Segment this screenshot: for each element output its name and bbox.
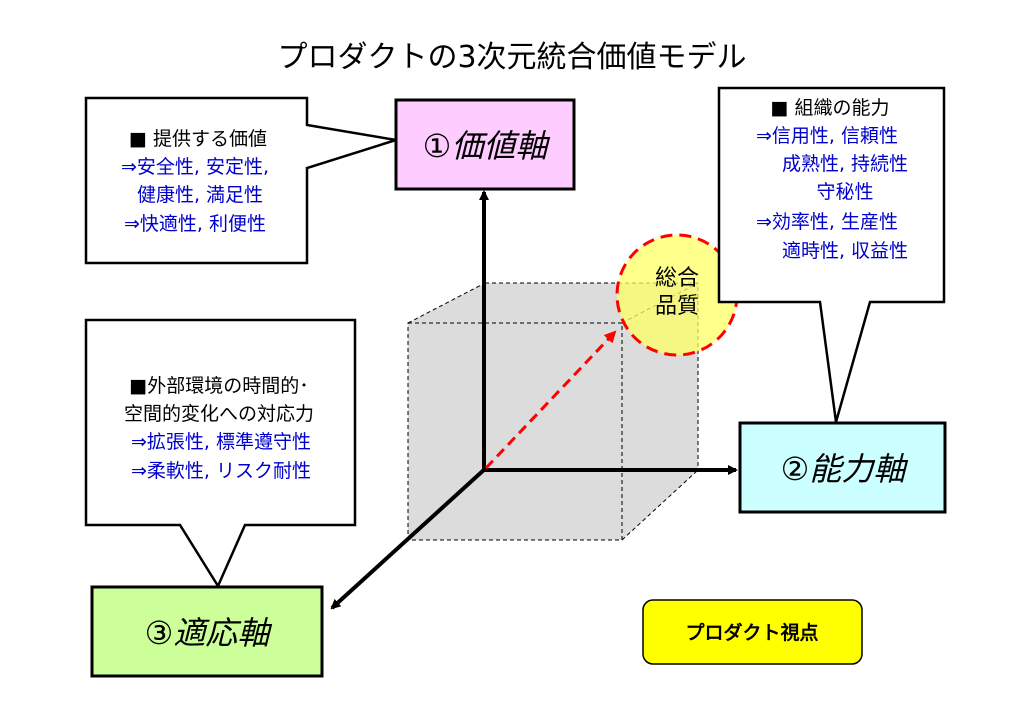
total-quality-label-2: 品質 bbox=[655, 294, 699, 319]
page-title: プロダクトの3次元統合価値モデル bbox=[277, 40, 746, 75]
callout-capability-line: 成熟性, 持続性 bbox=[782, 153, 908, 175]
callout-value-line: ⇒安全性, 安定性, bbox=[121, 156, 269, 178]
callout-capability-line: 適時性, 収益性 bbox=[782, 240, 908, 262]
callout-value-heading: ■ 提供する価値 bbox=[129, 128, 267, 150]
callout-adaptation bbox=[84, 318, 357, 589]
product-viewpoint-label: プロダクト視点 bbox=[685, 621, 818, 644]
adaptation-axis-box bbox=[90, 585, 324, 678]
adaptation-axis-label: ③適応軸 bbox=[145, 614, 273, 652]
callout-adaptation-line: ⇒拡張性, 標準遵守性 bbox=[131, 431, 311, 453]
callout-capability-line: 守秘性 bbox=[816, 181, 873, 203]
callout-capability bbox=[717, 86, 946, 423]
callout-capability-line: ⇒効率性, 生産性 bbox=[756, 211, 898, 233]
capability-axis-box bbox=[738, 421, 947, 514]
callout-adaptation-heading: 空間的変化への対応力 bbox=[124, 403, 314, 425]
callout-value-line: ⇒快適性, 利便性 bbox=[124, 213, 266, 235]
callout-capability-heading: ■ 組織の能力 bbox=[771, 97, 890, 119]
callout-value bbox=[84, 96, 397, 265]
value-axis-box bbox=[394, 98, 576, 191]
total-quality-label-1: 総合 bbox=[655, 266, 699, 291]
callout-adaptation-heading: ■外部環境の時間的･ bbox=[129, 375, 308, 397]
adaptation-axis-arrow bbox=[330, 466, 488, 610]
value-axis-label: ①価値軸 bbox=[423, 127, 551, 165]
callout-capability-line: ⇒信用性, 信頼性 bbox=[756, 125, 898, 147]
product-viewpoint-badge bbox=[642, 599, 863, 665]
callout-value-line: 健康性, 満足性 bbox=[137, 184, 263, 206]
callout-adaptation-line: ⇒柔軟性, リスク耐性 bbox=[131, 460, 311, 482]
capability-axis-label: ②能力軸 bbox=[781, 450, 909, 488]
